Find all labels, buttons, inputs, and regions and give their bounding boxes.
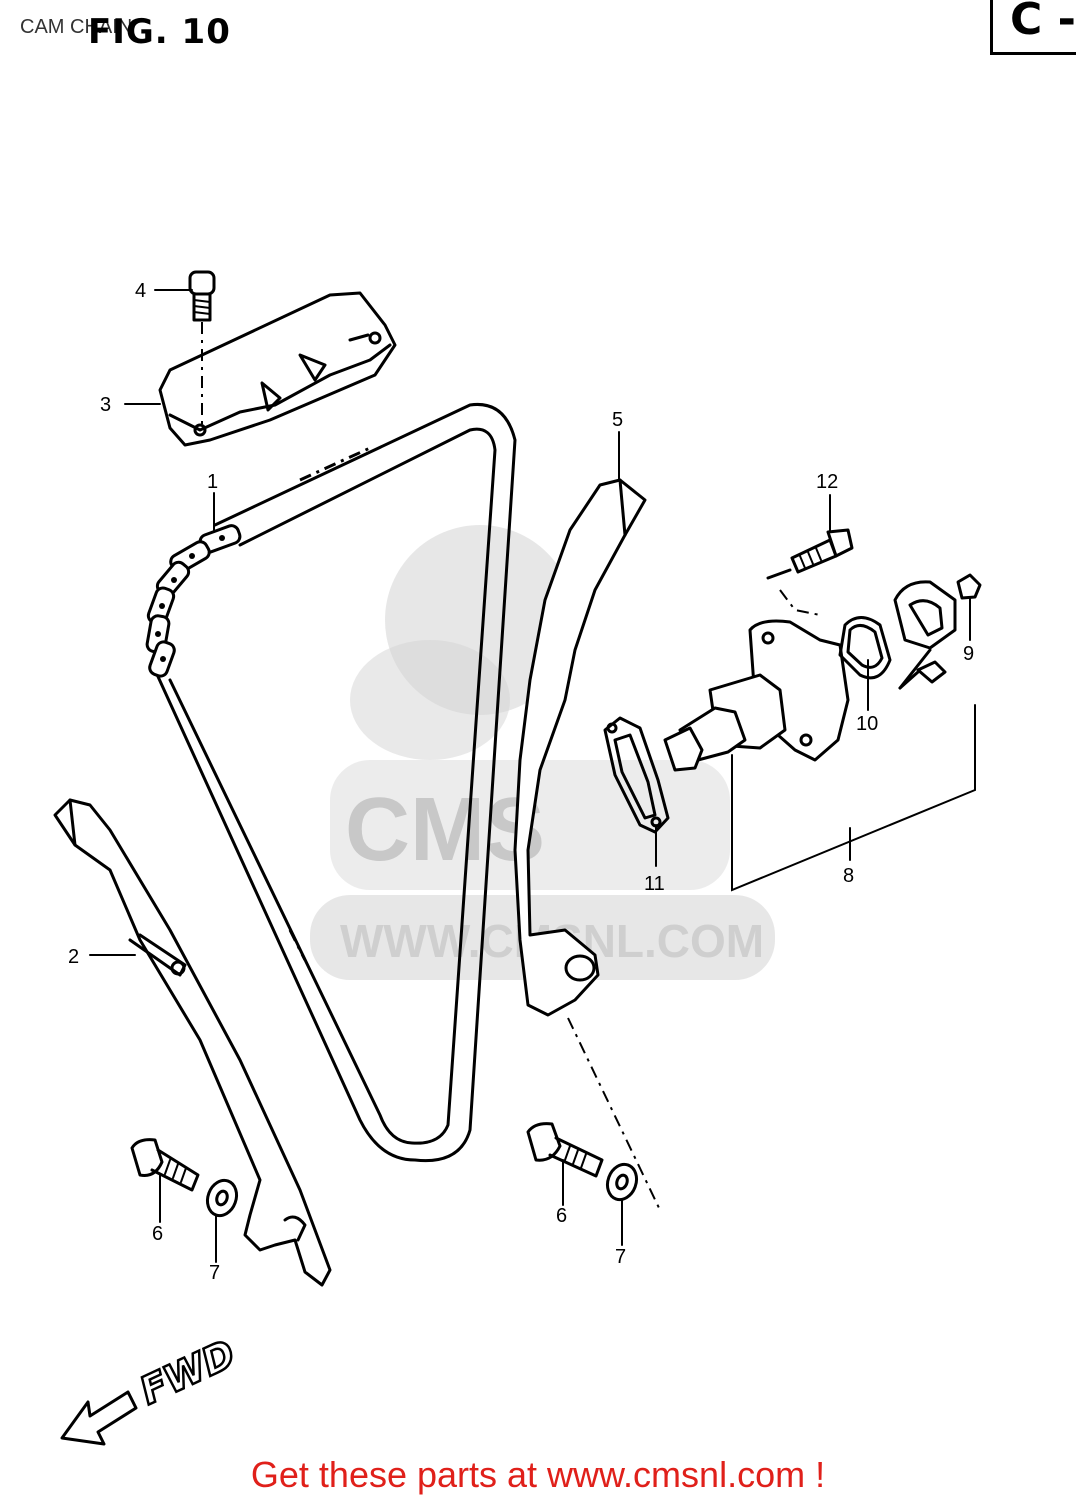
figure-title: FIG. 10 xyxy=(88,12,231,52)
tensioner-base-gasket xyxy=(603,716,670,834)
pivot-bolt-right xyxy=(526,1122,604,1178)
fwd-arrow-icon xyxy=(60,1390,138,1446)
section-box xyxy=(990,0,1076,55)
washer-right xyxy=(605,1162,639,1202)
callout-6-right: 6 xyxy=(556,1205,567,1227)
breadcrumb: CAM CHAIN xyxy=(20,16,133,38)
callout-1: 1 xyxy=(207,471,218,493)
washer-left xyxy=(205,1178,239,1218)
tensioner-cap xyxy=(893,573,982,690)
cam-chain xyxy=(145,402,517,1163)
callout-6-left: 6 xyxy=(152,1223,163,1245)
leader-lines xyxy=(89,289,971,1263)
callout-8: 8 xyxy=(843,865,854,887)
callout-5: 5 xyxy=(612,409,623,431)
callout-3: 3 xyxy=(100,394,111,416)
fwd-label: FWD xyxy=(133,1331,242,1413)
pivot-bolt-left xyxy=(130,1138,200,1192)
guide-bolt xyxy=(188,270,216,425)
callout-labels: 1 2 3 4 5 6 6 7 7 8 9 10 11 12 xyxy=(68,280,974,1284)
front-chain-guide xyxy=(513,478,661,1211)
chain-links xyxy=(145,524,242,678)
callout-7-right: 7 xyxy=(615,1246,626,1268)
tensioner-gasket xyxy=(838,616,892,680)
callout-9: 9 xyxy=(963,643,974,665)
assembly-bracket xyxy=(731,704,976,892)
promo-link[interactable]: Get these parts at www.cmsnl.com ! xyxy=(250,1454,826,1495)
tensioner-bolt xyxy=(790,528,854,574)
callout-12: 12 xyxy=(816,471,838,493)
rear-chain-guide xyxy=(53,798,332,1287)
watermark-logo-letters: CMS xyxy=(345,780,545,880)
callout-2: 2 xyxy=(68,946,79,968)
callout-4: 4 xyxy=(135,280,146,302)
forward-direction-indicator: FWD xyxy=(60,1330,243,1446)
section-code: C - xyxy=(1010,0,1076,45)
callout-7-left: 7 xyxy=(209,1262,220,1284)
callout-10: 10 xyxy=(856,713,878,735)
chain-tensioner xyxy=(663,568,850,772)
callout-11: 11 xyxy=(644,873,665,895)
upper-chain-guide xyxy=(158,291,397,447)
